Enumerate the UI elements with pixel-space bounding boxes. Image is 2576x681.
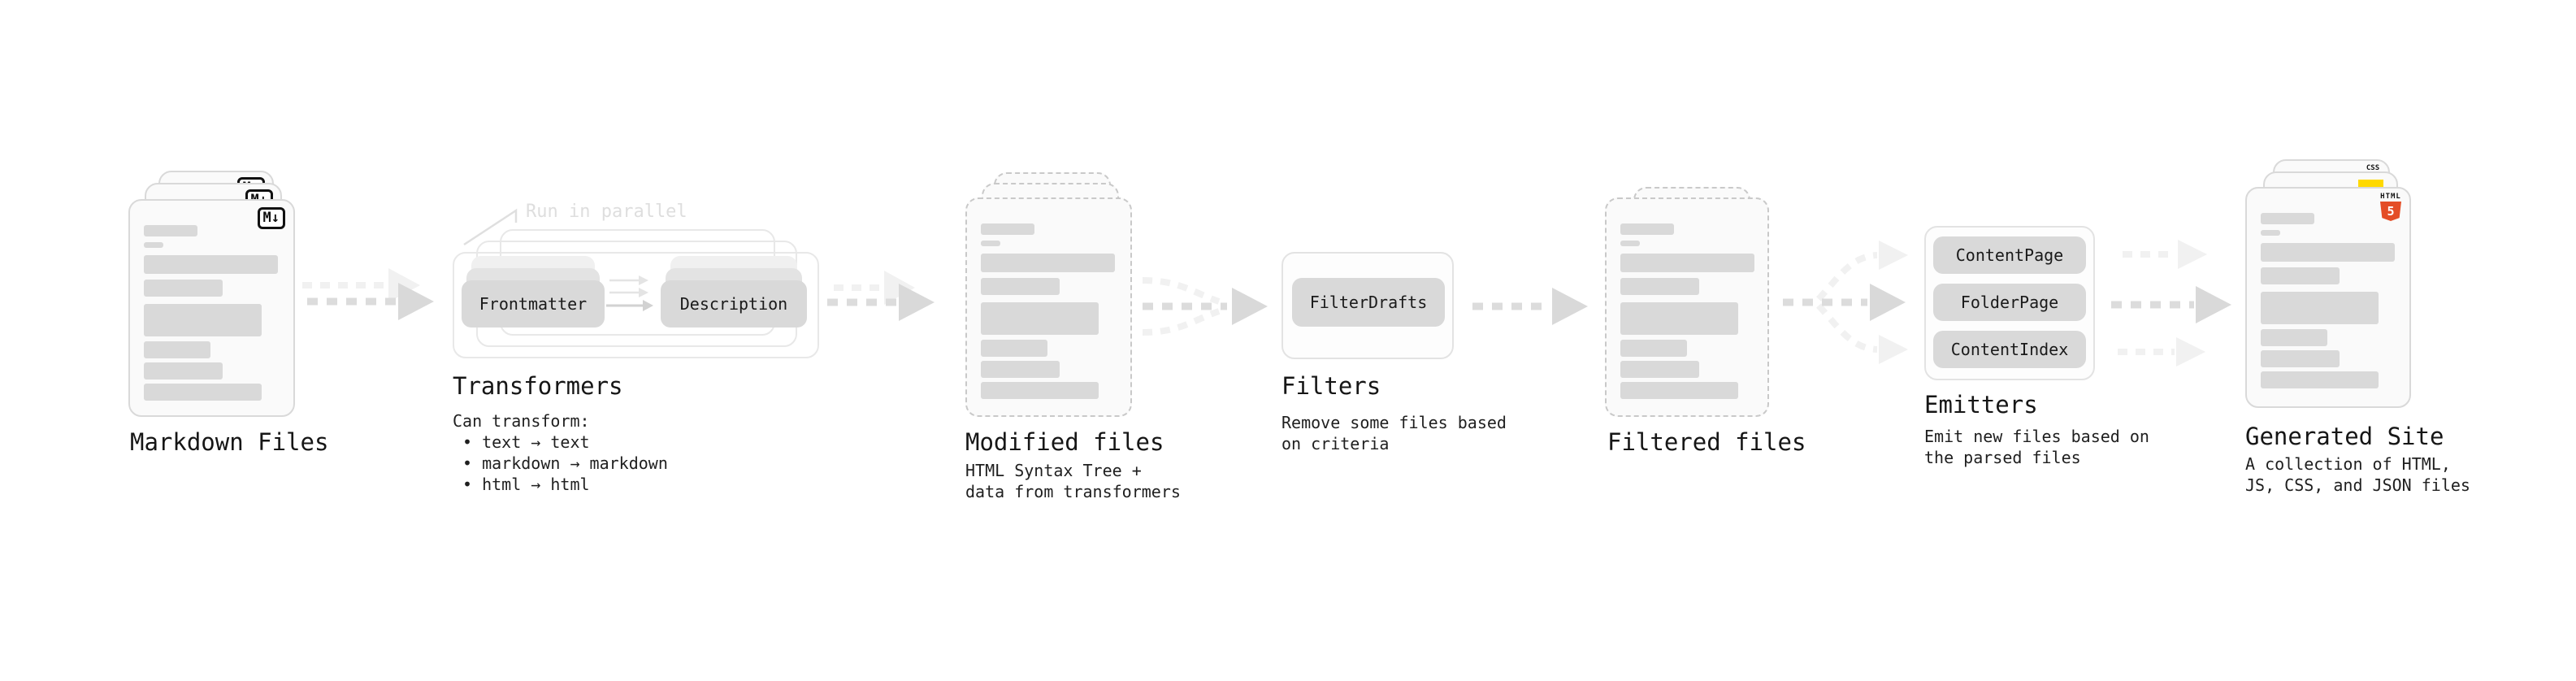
transformers-description: Can transform: • text → text • markdown … (453, 410, 668, 495)
skeleton-bar (1620, 302, 1738, 335)
emitters-label: Emitters (1924, 391, 2038, 419)
desc-line: • markdown → markdown (462, 453, 668, 473)
skeleton-bar (981, 302, 1099, 335)
transformer-frontmatter-pill: Frontmatter (462, 280, 605, 327)
filters-description: Remove some files based on criteria (1281, 412, 1507, 454)
skeleton-bar (144, 341, 210, 358)
desc-line: HTML Syntax Tree + (965, 461, 1142, 480)
skeleton-bar (1620, 361, 1699, 378)
transformers-label: Transformers (453, 372, 623, 400)
filters-label: Filters (1281, 372, 1381, 400)
filtered-files-label: Filtered files (1607, 428, 1806, 456)
desc-line: Emit new files based on (1924, 427, 2149, 446)
skeleton-bar (1620, 254, 1754, 272)
skeleton-bar (981, 223, 1034, 235)
skeleton-bar (981, 278, 1060, 295)
generated-site-label: Generated Site (2245, 423, 2444, 450)
run-in-parallel-annotation: Run in parallel (526, 202, 687, 222)
skeleton-bar (144, 255, 278, 274)
skeleton-bar (981, 361, 1060, 378)
emitter-contentindex-pill: ContentIndex (1933, 331, 2086, 368)
emitter-folderpage-pill: FolderPage (1933, 284, 2086, 321)
filtered-file-card-front (1605, 197, 1769, 417)
arrow-transformers-to-modified (827, 271, 935, 321)
skeleton-bar (981, 241, 1000, 246)
arrow-filters-to-filtered (1472, 288, 1588, 325)
modified-files-label: Modified files (965, 428, 1164, 456)
desc-line: on criteria (1281, 434, 1390, 453)
emitter-contentpage-pill: ContentPage (1933, 236, 2086, 274)
skeleton-bar (1620, 340, 1687, 357)
skeleton-bar (144, 280, 223, 297)
desc-line: JS, CSS, and JSON files (2245, 475, 2470, 495)
modified-files-description: HTML Syntax Tree + data from transformer… (965, 460, 1181, 502)
skeleton-bar (1620, 241, 1640, 246)
markdown-file-card-front: M↓ (128, 199, 295, 417)
generated-site-description: A collection of HTML, JS, CSS, and JSON … (2245, 453, 2470, 496)
skeleton-bar (2261, 243, 2395, 262)
arrow-emitters-to-site (2111, 240, 2231, 367)
emitters-description: Emit new files based on the parsed files (1924, 426, 2149, 468)
markdown-icon: M↓ (257, 207, 285, 229)
skeleton-bar (2261, 267, 2340, 284)
run-in-parallel-callout-line (463, 208, 518, 246)
transformer-description-pill: Description (661, 280, 807, 327)
skeleton-bar (2261, 350, 2340, 367)
desc-line: Can transform: (453, 411, 590, 431)
css-icon-text: CSS (2366, 164, 2380, 172)
desc-line: data from transformers (965, 482, 1181, 501)
html5-icon-word: HTML (2380, 193, 2401, 201)
markdown-files-label: Markdown Files (130, 428, 329, 456)
arrow-filtered-to-emitters-fanout (1783, 241, 1908, 364)
skeleton-bar (981, 340, 1047, 357)
skeleton-bar (981, 382, 1099, 399)
arrow-markdown-to-transformers (302, 268, 434, 320)
skeleton-bar (144, 225, 197, 236)
filter-drafts-pill: FilterDrafts (1292, 278, 1445, 327)
skeleton-bar (144, 304, 262, 336)
desc-line: the parsed files (1924, 448, 2081, 467)
desc-line: Remove some files based (1281, 413, 1507, 432)
transformer-inner-arrows (606, 275, 653, 311)
skeleton-bar (1620, 278, 1699, 295)
desc-line: • text → text (462, 432, 590, 452)
arrow-modified-to-filters-merge (1142, 277, 1268, 336)
modified-file-card-front (965, 197, 1132, 417)
transformer-group-box-front (453, 252, 819, 358)
skeleton-bar (2261, 371, 2379, 388)
site-file-card-front: HTML 5 (2245, 187, 2411, 408)
skeleton-bar (2261, 292, 2379, 324)
desc-line: • html → html (462, 475, 590, 494)
html5-icon: HTML 5 (2379, 193, 2403, 221)
skeleton-bar (144, 384, 262, 401)
skeleton-bar (1620, 223, 1674, 235)
skeleton-bar (981, 254, 1115, 272)
skeleton-bar (2261, 213, 2314, 224)
skeleton-bar (1620, 382, 1738, 399)
desc-line: A collection of HTML, (2245, 454, 2451, 474)
skeleton-bar (2261, 329, 2327, 346)
html5-icon-shield: 5 (2380, 202, 2401, 221)
skeleton-bar (144, 362, 223, 380)
skeleton-bar (2261, 230, 2280, 236)
skeleton-bar (144, 242, 163, 248)
html5-icon-number: 5 (2387, 203, 2395, 219)
